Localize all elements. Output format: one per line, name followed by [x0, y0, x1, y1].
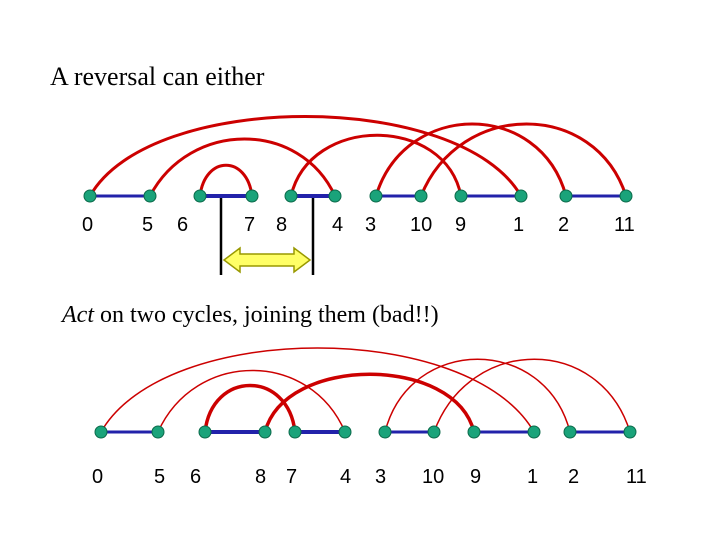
node	[414, 189, 428, 203]
bottom-label: 1	[527, 466, 538, 488]
bottom-label: 11	[626, 466, 647, 488]
top-label: 3	[365, 214, 376, 236]
top-label: 7	[244, 214, 255, 236]
arc-5-4	[148, 137, 337, 197]
bottom-nodes	[94, 425, 637, 439]
node	[559, 189, 573, 203]
arc-3-2	[374, 122, 568, 197]
arc-6-7	[203, 383, 297, 433]
node	[454, 189, 468, 203]
arc-6-7	[198, 163, 254, 197]
top-label: 4	[332, 214, 343, 236]
arc-0-1	[88, 115, 523, 197]
top-label: 5	[142, 214, 153, 236]
arc-8-9	[263, 372, 476, 433]
top-label: 8	[276, 214, 287, 236]
top-gray-arcs	[88, 115, 628, 197]
node	[193, 189, 207, 203]
top-label: 6	[177, 214, 188, 236]
top-label: 10	[410, 214, 432, 236]
node	[623, 425, 637, 439]
node	[151, 425, 165, 439]
node	[83, 189, 97, 203]
bottom-label: 10	[422, 466, 444, 488]
bottom-label: 3	[375, 466, 386, 488]
arc-10-11	[433, 358, 631, 433]
node	[245, 189, 259, 203]
top-label: 0	[82, 214, 93, 236]
node	[328, 189, 342, 203]
slide-title: A reversal can either	[50, 62, 265, 91]
top-label: 1	[513, 214, 524, 236]
bottom-label: 4	[340, 466, 351, 488]
node	[563, 425, 577, 439]
bottom-label: 6	[190, 466, 201, 488]
bottom-gray-arcs	[100, 347, 631, 433]
node	[94, 425, 108, 439]
node	[378, 425, 392, 439]
node	[619, 189, 633, 203]
slide-subtitle: Act on two cycles, joining them (bad!!)	[62, 302, 439, 329]
bottom-label: 5	[154, 466, 165, 488]
node	[427, 425, 441, 439]
bottom-label: 0	[92, 466, 103, 488]
bottom-label: 8	[255, 466, 266, 488]
subtitle-text: on two cycles, joining them (bad!!)	[93, 302, 439, 328]
arc-10-11	[419, 122, 628, 197]
top-nodes	[83, 189, 633, 203]
node	[338, 425, 352, 439]
top-label: 9	[455, 214, 466, 236]
bottom-label: 2	[568, 466, 579, 488]
top-labels: 0 5 6 7 8 4 3 10 9 1 2 11	[82, 214, 635, 236]
subtitle-emphasis: Act	[62, 302, 94, 328]
top-label: 2	[558, 214, 569, 236]
node	[198, 425, 212, 439]
node	[143, 189, 157, 203]
node	[467, 425, 481, 439]
bottom-labels: 0 5 6 8 7 4 3 10 9 1 2 11	[92, 466, 647, 488]
node	[369, 189, 383, 203]
top-label: 11	[614, 214, 635, 236]
node	[527, 425, 541, 439]
node	[514, 189, 528, 203]
arc-3-2	[384, 358, 571, 433]
node	[284, 189, 298, 203]
reversal-arrow	[222, 246, 312, 274]
arc-5-4	[157, 369, 346, 433]
arc-8-9	[289, 133, 463, 197]
bottom-label: 7	[286, 466, 297, 488]
bottom-label: 9	[470, 466, 481, 488]
node	[258, 425, 272, 439]
node	[288, 425, 302, 439]
top-graph: 0 5 6 7 8 4 3 10 9 1 2 11	[82, 115, 635, 275]
bottom-graph: 0 5 6 8 7 4 3 10 9 1 2 11	[92, 347, 647, 488]
arc-0-1	[100, 347, 535, 433]
